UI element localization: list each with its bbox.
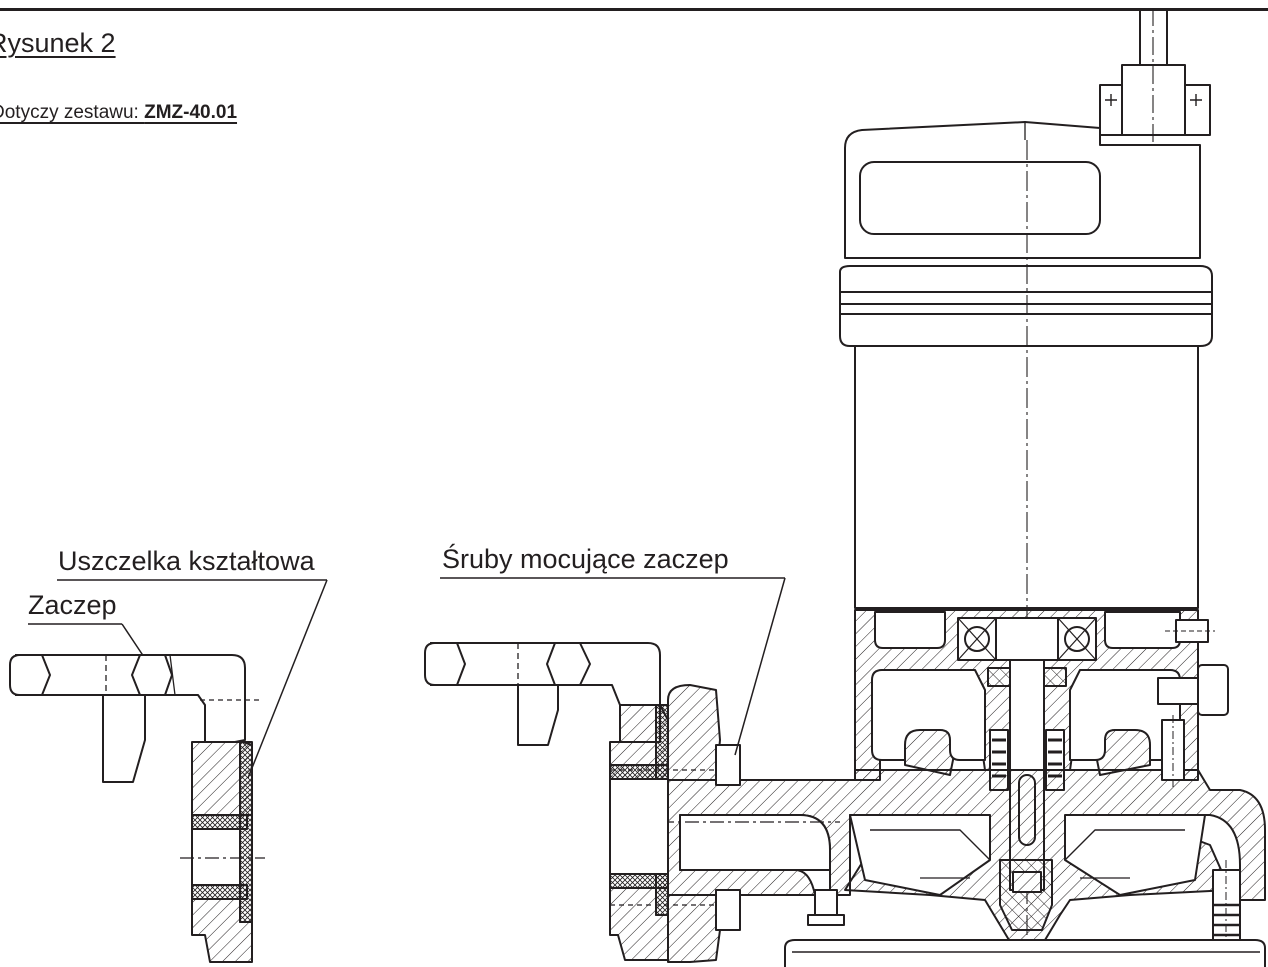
pump-flange-upper (667, 684, 721, 781)
figure-subtitle: Dotyczy zestawu: ZMZ-40.01 (0, 102, 237, 124)
cable-gland (1099, 64, 1211, 136)
housing-window-right (1104, 611, 1181, 649)
seal-block-right (1043, 667, 1067, 687)
cover-handle-opening (859, 161, 1101, 235)
hook-knob (131, 654, 173, 696)
figure-title: Rysunek 2 (0, 28, 116, 58)
model-code: ZMZ-40.01 (144, 102, 238, 123)
gasket-profile-lower (191, 884, 248, 900)
gasket-leader-line (247, 579, 328, 779)
base-stand (784, 939, 1266, 967)
hook-arm (9, 654, 246, 743)
motor-top-cover (844, 121, 1201, 259)
gasket-profile-right-lower (609, 873, 669, 889)
housing-window-left (874, 611, 946, 649)
hook-end-bevel (15, 654, 51, 696)
seal-block-left (987, 667, 1011, 687)
screws-leader-line (734, 577, 786, 756)
hook-knob-right (546, 642, 591, 686)
subtitle-prefix: Dotyczy zestawu: (0, 102, 145, 123)
discharge-channel (679, 814, 831, 871)
side-bolt (1157, 677, 1199, 705)
lower-flange-section (191, 898, 253, 963)
pump-assembly-view (424, 8, 1266, 967)
screw-head-lower (715, 889, 741, 931)
hook-label: Zaczep (28, 590, 117, 620)
lower-hook-section-right (609, 887, 669, 961)
hook-tooth (102, 695, 146, 783)
gasket-profile-upper (191, 814, 248, 830)
top-border-line (0, 8, 1268, 11)
flange-bore-right (609, 778, 669, 875)
housing-cavity-left (871, 669, 986, 761)
side-bolt-head (1197, 664, 1229, 716)
hook-tooth-right (517, 685, 559, 746)
hook-end-bevel-right (430, 642, 466, 686)
motor-collar (839, 265, 1213, 347)
gasket-label: Uszczelka kształtowa (58, 546, 315, 576)
left-detail-view (9, 579, 328, 963)
screws-label: Śruby mocujące zaczep (442, 544, 729, 574)
flange-bore (191, 828, 241, 886)
impeller-right-vane (1064, 814, 1206, 896)
